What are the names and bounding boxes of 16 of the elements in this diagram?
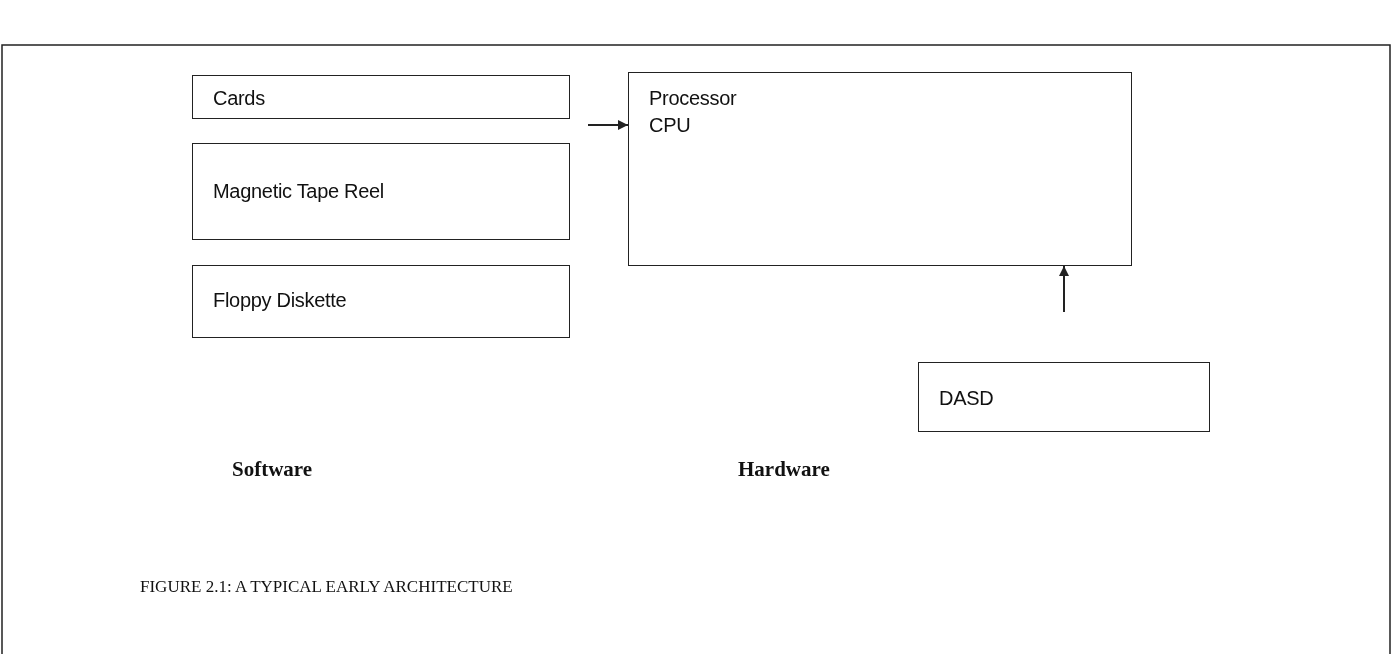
process-box bbox=[628, 72, 1132, 266]
box-text: Magnetic Tape Reel bbox=[213, 180, 384, 203]
arrow bbox=[1059, 265, 1069, 313]
box-text: DASD bbox=[939, 387, 994, 410]
process-box bbox=[192, 75, 570, 119]
box-text: Processor bbox=[649, 87, 737, 110]
figure-caption: FIGURE 2.1: A TYPICAL EARLY ARCHITECTURE bbox=[140, 577, 513, 597]
box-text: Floppy Diskette bbox=[213, 289, 347, 312]
process-box bbox=[192, 143, 570, 240]
process-box bbox=[918, 362, 1210, 432]
arrow bbox=[587, 120, 629, 130]
process-box bbox=[192, 265, 570, 338]
section-label: Hardware bbox=[738, 457, 830, 482]
box-text: CPU bbox=[649, 114, 691, 137]
box-text: Cards bbox=[213, 87, 265, 110]
section-label: Software bbox=[232, 457, 313, 482]
